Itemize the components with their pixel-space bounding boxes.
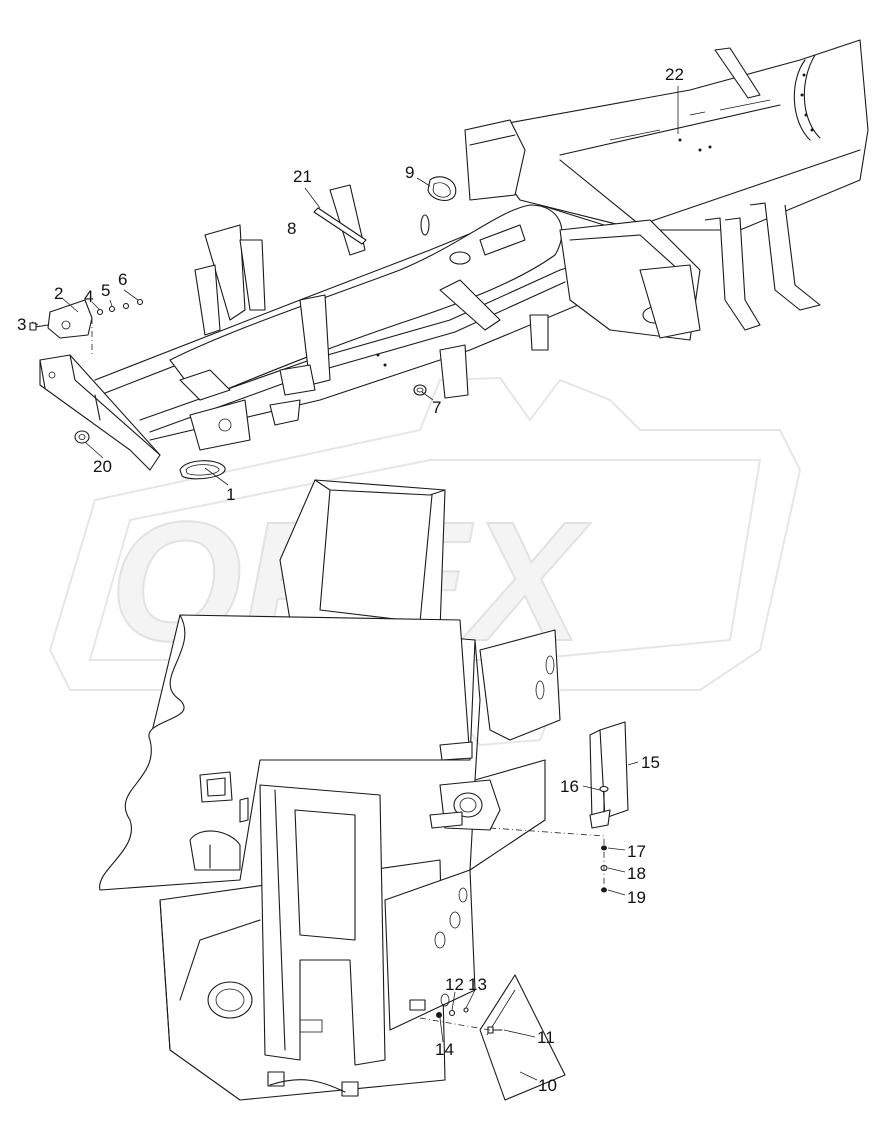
- callout-12: 12: [445, 975, 464, 994]
- callout-10: 10: [538, 1076, 557, 1095]
- callout-8: 8: [287, 219, 296, 238]
- callout-7: 7: [432, 398, 441, 417]
- bracket-part-2: [47, 299, 93, 339]
- callout-6: 6: [118, 270, 127, 289]
- callout-21: 21: [293, 167, 312, 186]
- callout-22: 22: [665, 65, 684, 84]
- seal-ring-part-9: [427, 176, 457, 201]
- bolt-part-3: [29, 322, 49, 331]
- callout-14: 14: [435, 1040, 454, 1059]
- pin-part-16: [599, 785, 609, 813]
- callout-16: 16: [560, 777, 579, 796]
- callout-labels: 1 2 3 4 5 6 7 8 9 10 11 12 13 14 15 16 1…: [17, 65, 684, 1095]
- callout-1: 1: [226, 485, 235, 504]
- callout-9: 9: [405, 163, 414, 182]
- callout-15: 15: [641, 753, 660, 772]
- callout-19: 19: [627, 888, 646, 907]
- ring-seal-part-1: [179, 460, 226, 480]
- chassis-frame: [39, 39, 869, 471]
- callout-18: 18: [627, 864, 646, 883]
- callout-11: 11: [537, 1028, 555, 1047]
- leader-lines: [31, 86, 679, 1081]
- grommet-part-20: [74, 430, 90, 444]
- guard-part-15: [589, 721, 629, 829]
- callout-2: 2: [54, 284, 63, 303]
- strip-part-21: [313, 207, 367, 245]
- callout-20: 20: [93, 457, 112, 476]
- callout-5: 5: [101, 281, 110, 300]
- callout-4: 4: [84, 287, 93, 306]
- callout-13: 13: [468, 975, 487, 994]
- body-underside: [99, 479, 561, 1101]
- washers-parts-4-6: [96, 298, 144, 316]
- callout-3: 3: [17, 315, 26, 334]
- callout-17: 17: [627, 842, 646, 861]
